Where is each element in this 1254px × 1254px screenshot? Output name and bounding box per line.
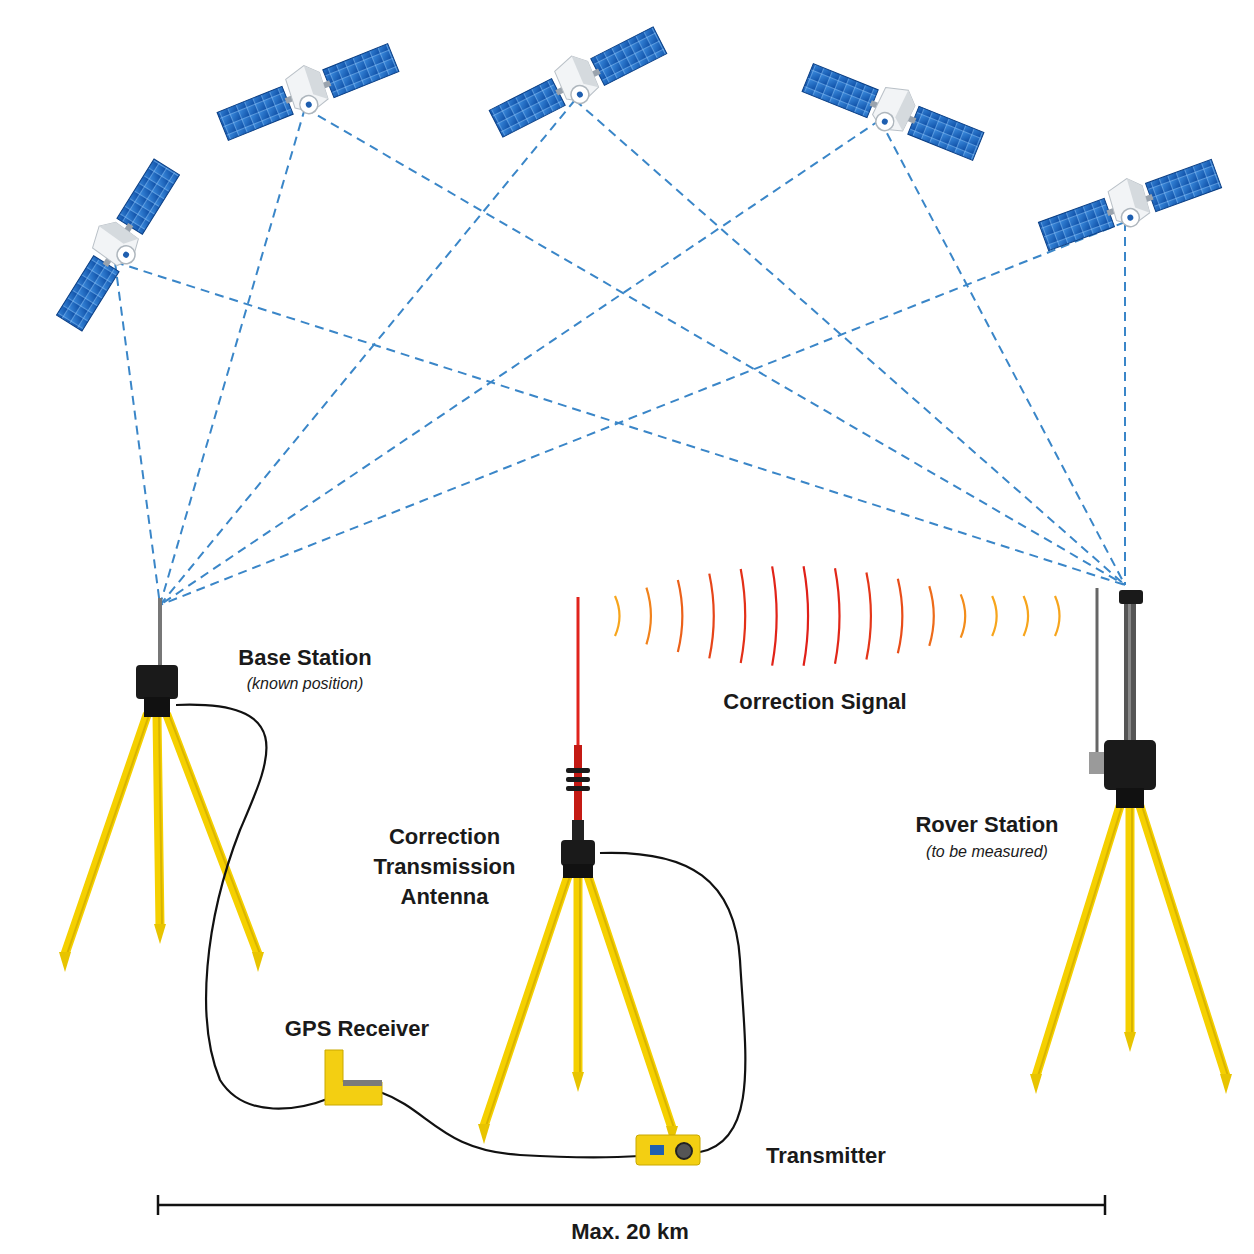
tripod-leg-shade	[579, 876, 581, 1074]
tripod-leg	[65, 715, 147, 954]
tripod-foot	[478, 1124, 490, 1144]
signal-wave	[678, 580, 683, 652]
signal-wave	[741, 569, 746, 663]
tripod-leg	[588, 876, 672, 1128]
signal-wave	[1024, 596, 1029, 636]
tripod-foot	[154, 924, 166, 944]
signal-wave	[646, 588, 651, 645]
tripod-leg	[1140, 806, 1226, 1076]
tripod-foot	[1124, 1032, 1136, 1052]
signal-wave	[866, 573, 871, 660]
tripod-foot	[572, 1072, 584, 1092]
label-text: Base Station	[195, 644, 415, 672]
tripod-leg	[1126, 806, 1135, 1034]
tripod-foot	[252, 952, 264, 972]
signal-wave	[804, 566, 809, 666]
tripod-leg-shade	[590, 876, 674, 1128]
label-text: Max. 20 km	[530, 1218, 730, 1246]
tripod-leg-shade	[1131, 806, 1133, 1034]
tripod-leg-shade	[1142, 806, 1228, 1076]
signal-wave	[772, 566, 777, 665]
tripod-leg-shade	[1038, 806, 1122, 1076]
signal-wave	[929, 586, 934, 646]
label-text: Rover Station	[877, 811, 1097, 839]
signal-wave	[835, 568, 840, 663]
label-text: Correction Transmission Antenna	[357, 822, 532, 912]
label-text: GPS Receiver	[257, 1015, 457, 1043]
label-text: (known position)	[195, 674, 415, 694]
tripod-leg-shade	[486, 876, 570, 1126]
label-text: Transmitter	[741, 1142, 911, 1170]
signal-wave	[898, 579, 903, 654]
tripod-leg	[574, 876, 583, 1074]
label-text: Correction Signal	[695, 688, 935, 716]
label-text: (to be measured)	[877, 842, 1097, 862]
tripod-leg-shade	[159, 715, 162, 926]
tripod-foot	[1220, 1074, 1232, 1094]
tripod-leg	[1036, 806, 1120, 1076]
signal-wave	[615, 596, 620, 636]
tripod-leg	[167, 715, 258, 954]
signal-wave	[1055, 596, 1060, 636]
tripod-foot	[59, 952, 71, 972]
signal-wave	[709, 574, 714, 659]
tripod-foot	[1030, 1074, 1042, 1094]
tripod-leg	[484, 876, 568, 1126]
tripod-leg-shade	[67, 715, 149, 954]
signal-wave	[992, 596, 997, 636]
signal-wave	[961, 594, 966, 637]
